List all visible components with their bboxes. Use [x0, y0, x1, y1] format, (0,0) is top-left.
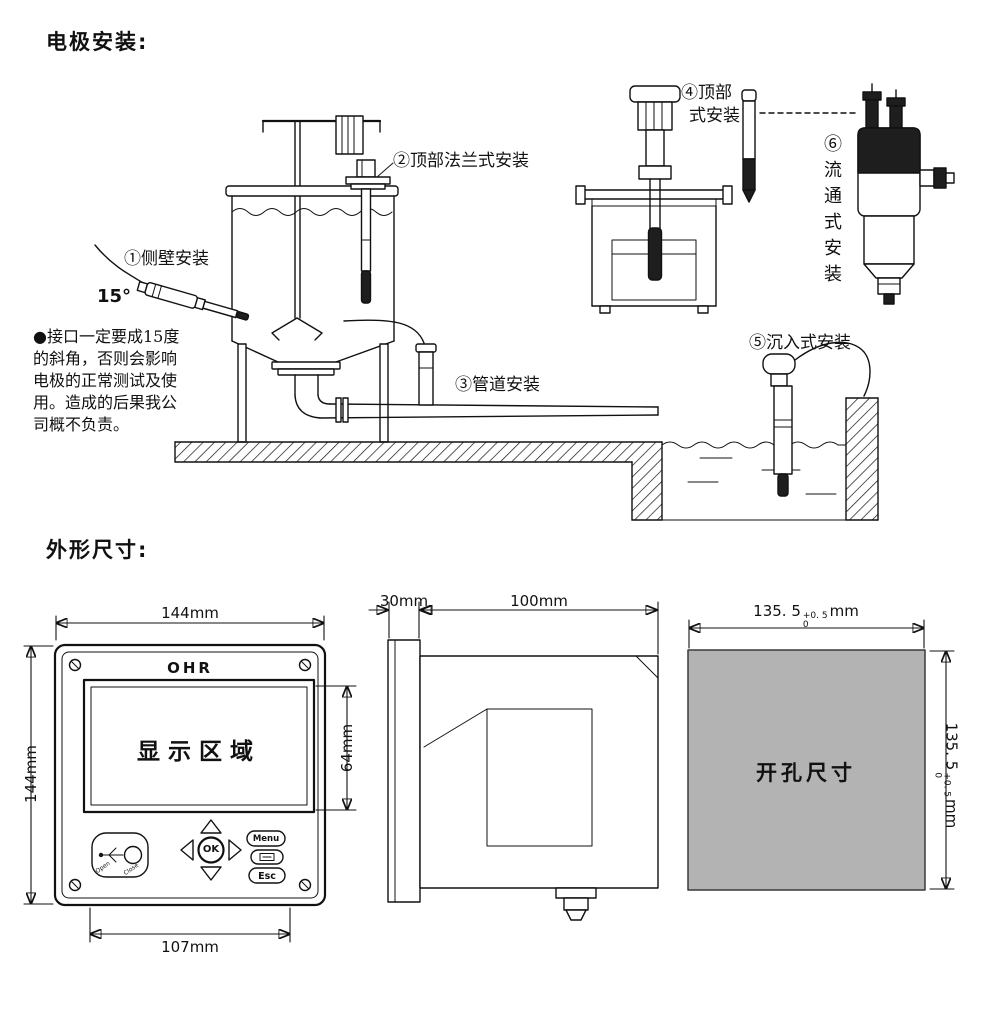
section-title-install: 电极安装:: [46, 30, 149, 54]
tank-leg-right: [379, 343, 389, 443]
corner-screws: [68, 658, 312, 892]
note-line: 电极的正常测试及使: [33, 371, 178, 390]
cutout-dim-value: 135. 5: [753, 602, 801, 620]
dim-display-height-label: 64mm: [338, 723, 356, 773]
note-line: 司概不负责。: [33, 415, 130, 434]
ok-button-label[interactable]: OK: [202, 844, 220, 855]
dim-body-depth-label: 100mm: [510, 592, 568, 610]
label2-leader: [376, 162, 394, 178]
dim-height-label: 144mm: [22, 745, 40, 803]
submersion-electrode: [762, 341, 871, 497]
note-line: ●接口一定要成15度: [33, 327, 180, 346]
cutout-dim-unit: mm: [829, 602, 859, 620]
side-wall-electrode: [94, 244, 250, 321]
electrode3-cable: [343, 319, 425, 344]
pipeline-assembly: [271, 319, 659, 423]
side-buttons: [246, 830, 286, 884]
section-title-dimensions: 外形尺寸:: [46, 538, 149, 562]
front-view: [23, 615, 357, 943]
ok-button[interactable]: [197, 836, 225, 864]
dim-width-label: 144mm: [161, 604, 219, 622]
ground-and-pit: [174, 397, 879, 521]
esc-button-label[interactable]: Esc: [258, 871, 276, 882]
esc-button[interactable]: [248, 867, 286, 884]
note-line: 用。造成的后果我公: [33, 393, 178, 412]
hanging-electrode: [741, 89, 857, 203]
angle-label: 15°: [97, 286, 132, 307]
label-submersion-install: ⑤沉入式安装: [749, 333, 851, 353]
cutout-dimensions: [689, 619, 955, 889]
menu-button[interactable]: [246, 830, 286, 847]
tank-leg-left: [237, 343, 247, 443]
cutout-dim-value: 135. 5: [942, 722, 961, 771]
label-top-mount-line1: ④顶部: [681, 83, 732, 103]
flow-cell-assembly: [857, 83, 955, 305]
top-mount-assembly: [575, 85, 733, 314]
left-arrow-button[interactable]: [180, 839, 194, 861]
cutout-view: [687, 619, 955, 891]
display-area-label: 显示区域: [137, 738, 261, 765]
tolerance-lower: 0: [932, 772, 942, 779]
label-side-wall-install: ①侧壁安装: [124, 249, 209, 269]
menu-button-label[interactable]: Menu: [252, 834, 280, 844]
label-top-flange-install: ②顶部法兰式安装: [393, 151, 529, 171]
dim-bezel-depth-label: 30mm: [379, 592, 429, 610]
keypad: [180, 819, 242, 881]
brand-logo: OHR: [167, 659, 213, 677]
label-pipeline-install: ③管道安装: [455, 375, 540, 395]
display-frame: [82, 678, 316, 814]
side-view: [368, 601, 659, 921]
front-dimensions: [23, 615, 357, 943]
cable-gland: [555, 887, 597, 899]
cutout-square: [687, 649, 926, 891]
water-surface: [661, 441, 847, 449]
tolerance-lower: 0: [802, 620, 809, 631]
electrode5-cable: [794, 341, 871, 397]
right-arrow-button[interactable]: [228, 839, 242, 861]
side-dimensions: [368, 601, 659, 655]
dim-bottom-label: 107mm: [161, 938, 219, 956]
tolerance-upper: +0. 5: [941, 772, 952, 798]
cutout-dim-unit: mm: [942, 799, 961, 829]
print-icon: [259, 853, 275, 861]
tank-assembly: [225, 115, 399, 443]
usb-port[interactable]: [91, 832, 149, 878]
tolerance-upper: +0. 5: [802, 611, 828, 621]
label-top-mount-line2: 式安装: [689, 106, 740, 126]
top-flange-electrode: [345, 159, 394, 304]
stirrer-motor: [335, 115, 364, 155]
install-note: ●接口一定要成15度 的斜角，否则会影响 电极的正常测试及使 用。造成的后果我公…: [33, 326, 179, 436]
label-flow-through-install: ⑥流通式安装: [821, 134, 842, 290]
down-arrow-button[interactable]: [200, 866, 222, 881]
up-arrow-button[interactable]: [200, 819, 222, 834]
cutout-label: 开孔尺寸: [756, 760, 856, 785]
note-line: 的斜角，否则会影响: [33, 349, 178, 368]
